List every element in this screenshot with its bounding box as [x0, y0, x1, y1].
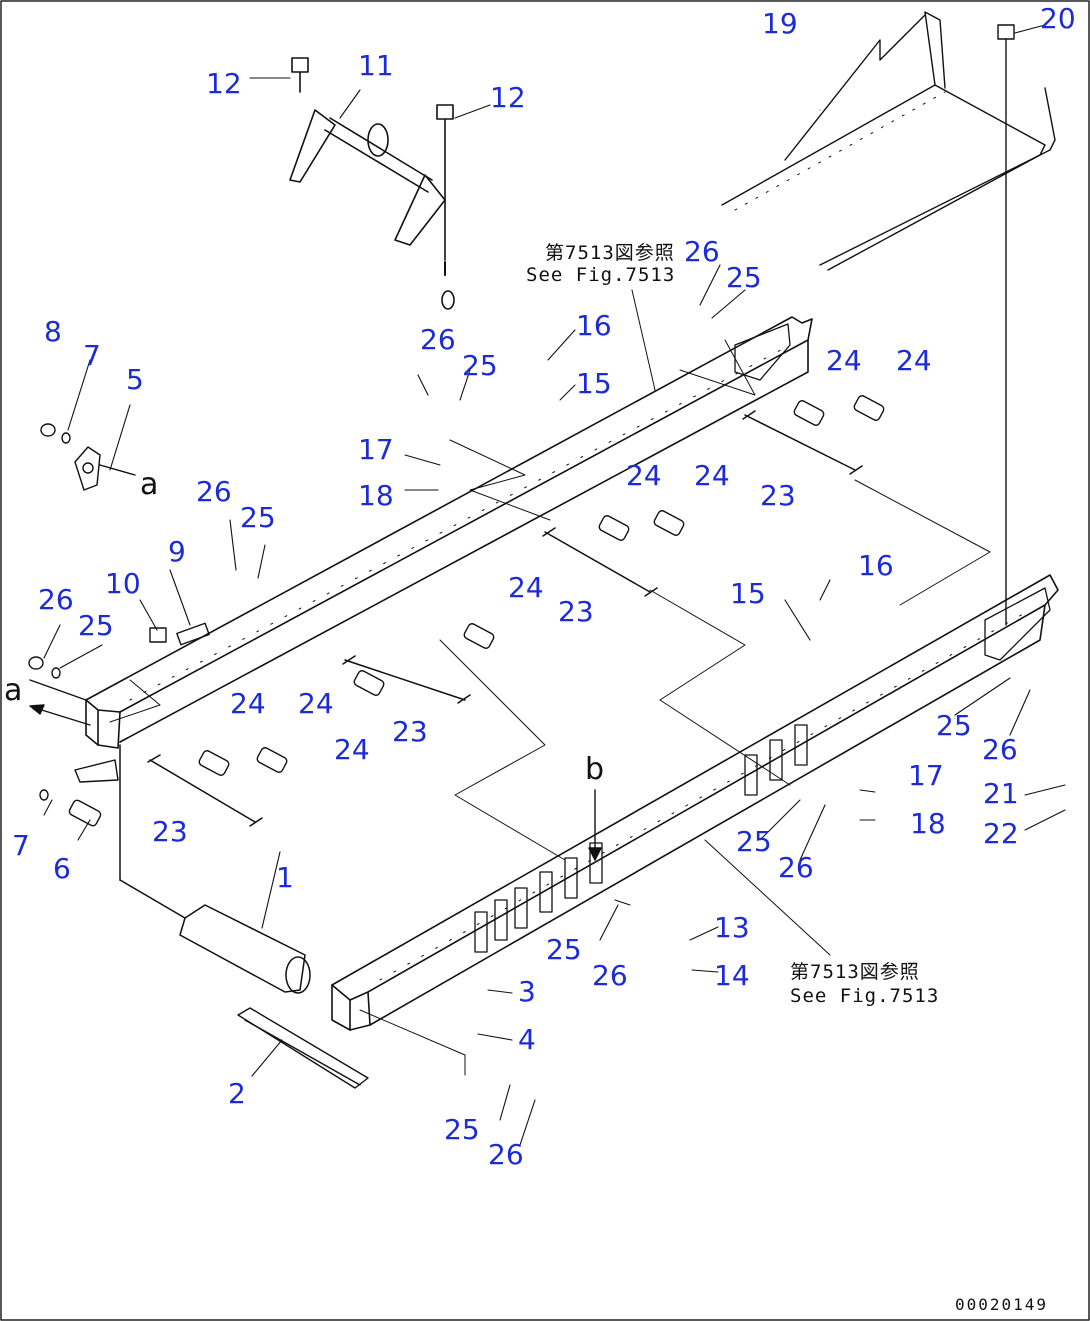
callout-23-left: 23 [392, 715, 428, 748]
callout-7-upper: 7 [83, 339, 101, 372]
callout-24-c: 24 [626, 459, 662, 492]
callout-17-left: 17 [358, 433, 394, 466]
callout-26-f: 26 [778, 851, 814, 884]
callout-24-e: 24 [508, 571, 544, 604]
callout-24-b: 24 [896, 344, 932, 377]
callout-25-b: 25 [462, 349, 498, 382]
callout-26-b: 26 [420, 323, 456, 356]
support-bracket-assembly [289, 57, 455, 310]
callout-20: 20 [1040, 2, 1076, 35]
callout-26-a: 26 [684, 235, 720, 268]
view-arrows [29, 704, 602, 861]
callout-13: 13 [714, 911, 750, 944]
callout-25-g: 25 [546, 933, 582, 966]
callout-11: 11 [358, 49, 394, 82]
callout-25-c: 25 [240, 501, 276, 534]
callout-3: 3 [518, 975, 536, 1008]
callout-7-lower: 7 [12, 829, 30, 862]
top-cover-plate [721, 11, 1056, 271]
callout-21: 21 [983, 777, 1019, 810]
callout-24-f: 24 [230, 687, 266, 720]
tie-rods [147, 410, 863, 827]
callout-18-right: 18 [910, 807, 946, 840]
left-side-rail [85, 316, 813, 749]
view-mark-a-left: a [140, 467, 159, 502]
callout-25-h: 25 [444, 1113, 480, 1146]
callout-24-h: 24 [334, 733, 370, 766]
callout-25-e: 25 [936, 709, 972, 742]
reference-leaders [631, 289, 831, 956]
bolts-24 [198, 395, 885, 776]
callout-9: 9 [168, 535, 186, 568]
reference-note-top-en: See Fig.7513 [526, 264, 676, 286]
floor-plate-outline [109, 339, 991, 1076]
cylinder-part-1 [119, 744, 311, 994]
view-mark-b: b [585, 752, 605, 787]
callout-17-right: 17 [908, 759, 944, 792]
reference-note-bottom-jp: 第7513図参照 [790, 961, 920, 983]
reference-note-top-jp: 第7513図参照 [545, 242, 675, 264]
callout-19: 19 [762, 7, 798, 40]
callout-2: 2 [228, 1077, 246, 1110]
callout-26-d: 26 [38, 583, 74, 616]
callout-16-top: 16 [576, 309, 612, 342]
callout-8: 8 [44, 315, 62, 348]
callout-24-d: 24 [694, 459, 730, 492]
callout-16-right: 16 [858, 549, 894, 582]
callout-22: 22 [983, 817, 1019, 850]
right-side-rail [331, 574, 1059, 1031]
leader-lines [43, 24, 1066, 1146]
rail-part-2 [237, 1007, 369, 1089]
callout-26-e: 26 [982, 733, 1018, 766]
callout-26-g: 26 [592, 959, 628, 992]
callout-15-right: 15 [730, 577, 766, 610]
callout-24-a: 24 [826, 344, 862, 377]
callout-10: 10 [105, 567, 141, 600]
long-bolt-20 [997, 24, 1015, 626]
callout-25-d: 25 [78, 609, 114, 642]
callout-26-c: 26 [196, 475, 232, 508]
callout-15-top: 15 [576, 367, 612, 400]
left-bracket-group [28, 423, 210, 827]
callout-18-left: 18 [358, 479, 394, 512]
callout-6: 6 [53, 852, 71, 885]
callout-23-top-right: 23 [760, 479, 796, 512]
callout-14: 14 [714, 959, 750, 992]
callout-23-center: 23 [558, 595, 594, 628]
callout-25-f: 25 [736, 825, 772, 858]
callout-12-left: 12 [206, 67, 242, 100]
callout-23-bottom: 23 [152, 815, 188, 848]
reference-note-bottom-en: See Fig.7513 [790, 985, 940, 1007]
callout-1: 1 [276, 861, 294, 894]
drawing-code: 00020149 [955, 1295, 1049, 1314]
callout-12-right: 12 [490, 81, 526, 114]
callout-5: 5 [126, 363, 144, 396]
callout-24-g: 24 [298, 687, 334, 720]
view-mark-a-arrow: a [4, 673, 23, 708]
callout-26-h: 26 [488, 1138, 524, 1171]
callout-25-a: 25 [726, 261, 762, 294]
callout-4: 4 [518, 1023, 536, 1056]
